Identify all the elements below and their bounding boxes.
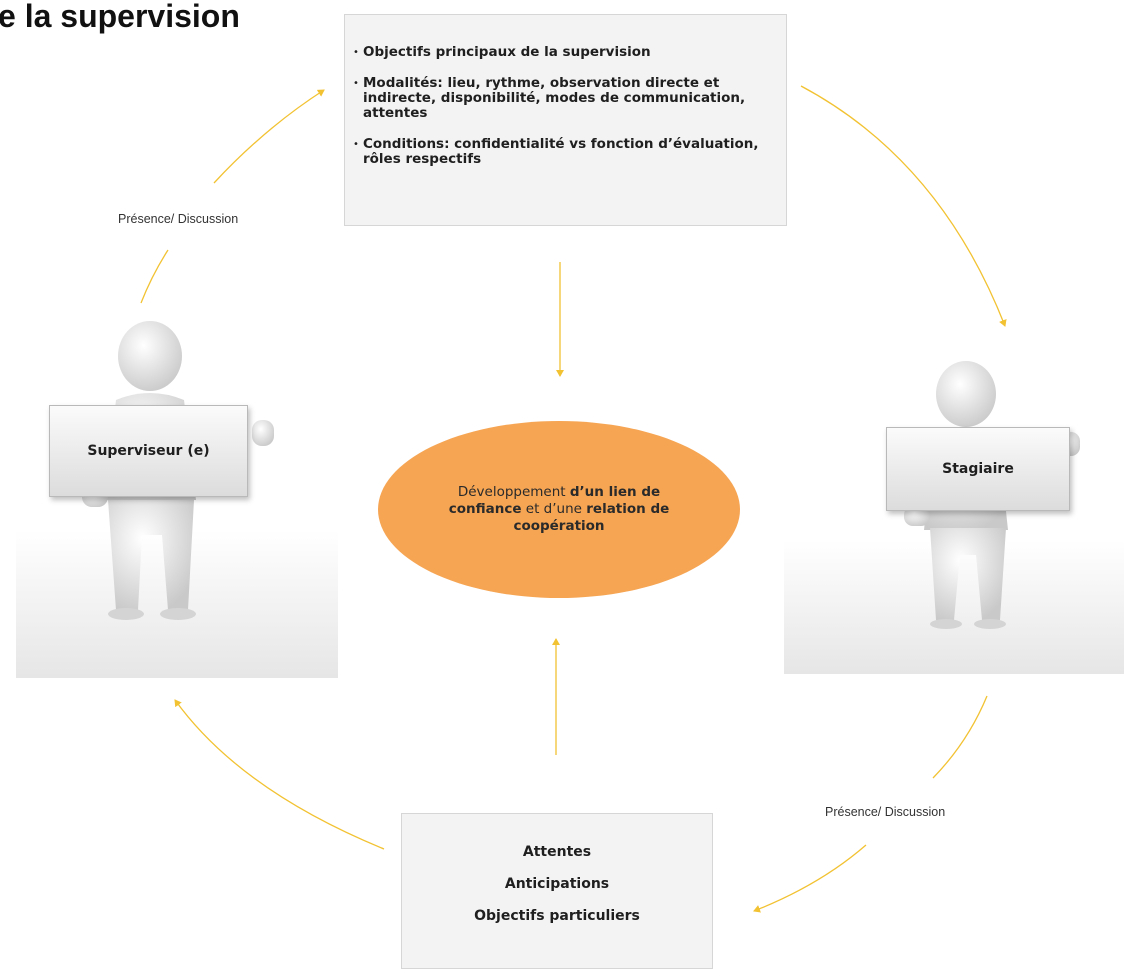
bottom-box-item: Attentes: [522, 844, 592, 860]
trainee-label: Stagiaire: [942, 461, 1014, 477]
bottom-box-item: Anticipations: [504, 876, 610, 892]
top-info-box: Objectifs principaux de la supervision M…: [344, 14, 787, 226]
trainee-sign: Stagiaire: [886, 427, 1070, 511]
arrow-bottom-left: [174, 699, 385, 850]
arrow-top-right: [800, 85, 1007, 327]
central-relation-text: Développement d’un lien de confiance et …: [434, 484, 684, 535]
arrow-left-upper-tail: [140, 249, 169, 304]
trainee-figure: Stagiaire: [784, 350, 1124, 674]
center-text-part: Développement: [457, 484, 570, 500]
page-title: e la supervision: [0, 0, 240, 34]
arrow-right-lower: [932, 695, 988, 779]
center-text-part: et d’une: [521, 501, 587, 517]
link-label-left: Présence/ Discussion: [118, 212, 239, 226]
supervisor-figure: Superviseur (e): [16, 300, 338, 678]
bottom-box-item: Objectifs particuliers: [474, 908, 640, 924]
supervisor-sign: Superviseur (e): [49, 405, 248, 497]
supervisor-label: Superviseur (e): [87, 443, 210, 459]
arrow-left-upper: [213, 89, 325, 184]
top-box-item: Conditions: confidentialité vs fonction …: [353, 137, 762, 167]
bottom-info-box: Attentes Anticipations Objectifs particu…: [401, 813, 713, 969]
arrow-right-lower-head: [753, 844, 867, 913]
central-relation-ellipse: Développement d’un lien de confiance et …: [378, 421, 740, 598]
top-box-item: Objectifs principaux de la supervision: [353, 45, 762, 61]
trainee-person-icon: [784, 361, 1124, 674]
link-label-right: Présence/ Discussion: [825, 805, 946, 819]
top-box-item: Modalités: lieu, rythme, observation dir…: [353, 76, 762, 121]
center-bold-part: relation de coopération: [513, 501, 670, 534]
center-bold-part: d’un lien de confiance: [448, 484, 661, 517]
